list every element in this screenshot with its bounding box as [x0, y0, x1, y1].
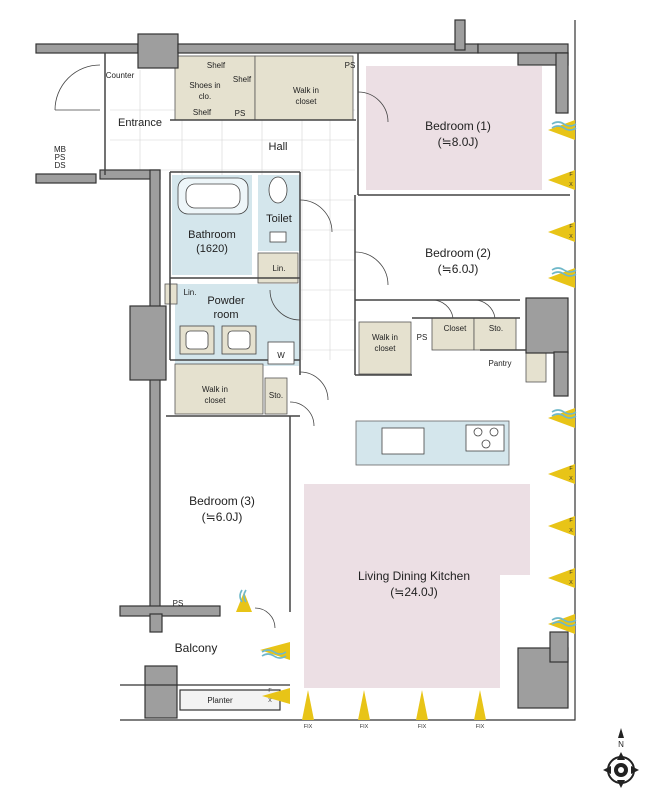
entrance-name: Entrance [118, 117, 162, 129]
fixtures [177, 176, 505, 455]
walk-in-closet-hall-line2: closet [296, 97, 318, 106]
bedroom3-size: (≒6.0J) [202, 510, 243, 524]
bedroom2-name: Bedroom (2) [425, 246, 491, 260]
storage-fills [164, 55, 547, 415]
ldk-size: (≒24.0J) [390, 585, 437, 599]
shelf-label-bottom: Shelf [193, 108, 212, 117]
balcony-name: Balcony [175, 641, 218, 655]
ps-label-b2: PS [417, 333, 428, 342]
bathroom-name: Bathroom [188, 229, 236, 241]
fix-label-1: FIX [304, 724, 313, 730]
planter-label: Planter [207, 696, 233, 705]
bedroom1-fill [366, 66, 542, 190]
linen-label-powder: Lin. [184, 288, 197, 297]
interior-partitions [104, 53, 570, 612]
toilet-name: Toilet [266, 213, 292, 225]
compass-north-label: N [618, 740, 624, 749]
bedroom1-name: Bedroom (1) [425, 119, 491, 133]
walk-in-closet-b2-line1: Walk in [372, 333, 398, 342]
window-x-3: X [569, 476, 573, 482]
compass: N [603, 728, 639, 788]
pantry-label: Pantry [488, 359, 511, 368]
window-f-2: F [569, 224, 573, 230]
linen-label-toilet: Lin. [273, 264, 286, 273]
window-f-5: F [569, 570, 573, 576]
kitchen-sink [381, 427, 425, 455]
window-f-6: F [268, 688, 272, 694]
window-markers [236, 120, 575, 720]
bedroom1-size: (≒8.0J) [438, 135, 479, 149]
window-code-labels: FIX FIX FIX FIX F X F X F X F X F X F X [268, 172, 573, 730]
bedroom2-size: (≒6.0J) [438, 262, 479, 276]
walk-in-closet-b3-line2: closet [205, 396, 227, 405]
closet-label-b2: Closet [444, 324, 467, 333]
washer-label: W [277, 351, 285, 360]
door-swings [54, 64, 496, 629]
window-x-4: X [569, 528, 573, 534]
window-x-5: X [569, 580, 573, 586]
window-x-1: X [569, 182, 573, 188]
washer-space [267, 341, 295, 365]
structural-walls [35, 19, 569, 719]
window-f-3: F [569, 466, 573, 472]
ps-label-top: PS [345, 61, 356, 70]
powder-room-line1: Powder [207, 295, 245, 307]
hall-name: Hall [269, 141, 288, 153]
window-x-6: X [268, 698, 272, 704]
walk-in-closet-hall-line1: Walk in [293, 86, 319, 95]
shoes-closet-line1: Shoes in [189, 81, 220, 90]
shelf-label-side: Shelf [233, 75, 252, 84]
powder-room-line2: room [213, 309, 238, 321]
airflow-indicators [239, 121, 577, 659]
window-x-2: X [569, 234, 573, 240]
window-f-1: F [569, 172, 573, 178]
toilet-bowl [268, 176, 288, 204]
walk-in-closet-b3-line1: Walk in [202, 385, 228, 394]
ps-label-mb: PS [55, 153, 66, 162]
ps-label-entrance: PS [235, 109, 246, 118]
storage-label-b2: Sto. [489, 324, 503, 333]
ps-label-balcony: PS [173, 599, 184, 608]
compass-north-arrow [618, 728, 624, 738]
fix-label-3: FIX [418, 724, 427, 730]
fix-label-2: FIX [360, 724, 369, 730]
storage-label-b3: Sto. [269, 391, 283, 400]
storage-labels: Counter Shelf Shelf Shelf Shoes in clo. … [54, 61, 512, 705]
walk-in-closet-b2-line2: closet [375, 344, 397, 353]
counter-label: Counter [106, 71, 135, 80]
ldk-fill [304, 484, 530, 688]
ldk-name: Living Dining Kitchen [358, 569, 470, 583]
room-labels: Bedroom (1) (≒8.0J) Bedroom (2) (≒6.0J) … [118, 117, 491, 655]
bedroom3-name: Bedroom (3) [189, 494, 255, 508]
shoes-closet-line2: clo. [199, 92, 211, 101]
ds-label: DS [54, 161, 65, 170]
shelf-label-top: Shelf [207, 61, 226, 70]
window-f-4: F [569, 518, 573, 524]
bathroom-size: (1620) [196, 243, 228, 255]
fix-label-4: FIX [476, 724, 485, 730]
kitchen-cooktop [465, 424, 505, 452]
mb-label: MB [54, 145, 66, 154]
